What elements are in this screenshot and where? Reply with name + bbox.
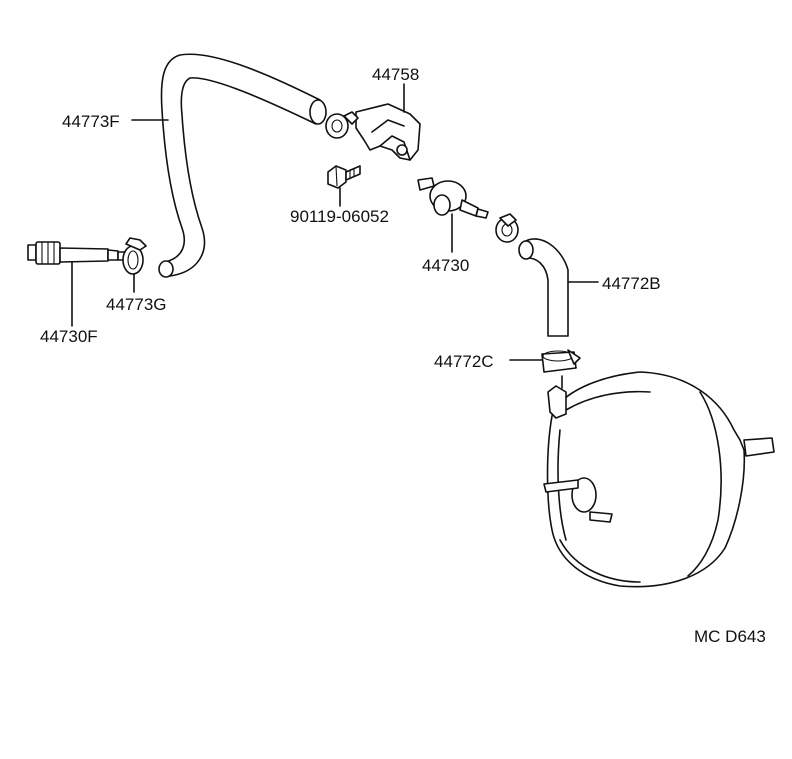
vacuum-hose-upper — [158, 53, 327, 278]
brake-booster — [543, 371, 775, 588]
check-valve — [417, 177, 489, 219]
hose-bracket — [355, 103, 421, 161]
hose-clamp-right — [495, 213, 519, 243]
hose-clamp-lower — [541, 349, 581, 373]
hose-clamp-upper — [325, 111, 359, 139]
label-bolt: 90119-06052 — [290, 207, 389, 226]
footer-code: MC D643 — [694, 627, 766, 646]
label-clamp-left: 44773G — [106, 295, 167, 314]
vacuum-hose-right — [518, 238, 569, 337]
label-clamp-lower: 44772C — [434, 352, 494, 371]
union-fitting — [27, 241, 128, 265]
label-hose-upper: 44773F — [62, 112, 120, 131]
label-valve: 44730 — [422, 256, 469, 275]
label-union: 44730F — [40, 327, 98, 346]
bolt — [327, 165, 361, 189]
label-hose-right: 44772B — [602, 274, 661, 293]
hose-clamp-left — [122, 237, 147, 275]
leader-lines — [71, 83, 599, 361]
label-bracket: 44758 — [372, 65, 419, 84]
